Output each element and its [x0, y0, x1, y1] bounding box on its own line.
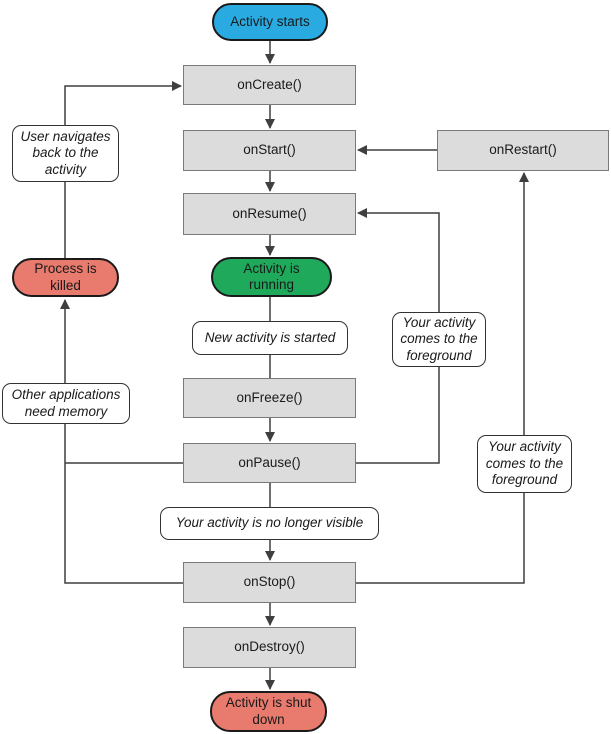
node-activity-running: Activity is running [211, 257, 332, 297]
node-activity-shut-down: Activity is shut down [210, 691, 327, 732]
node-onrestart: onRestart() [437, 130, 609, 171]
note-activity-foreground-top: Your activity comes to the foreground [392, 312, 486, 367]
node-label: Activity is running [243, 260, 300, 292]
node-onstop: onStop() [183, 562, 356, 603]
edge-onstop-to-killed [60, 299, 183, 584]
node-onfreeze: onFreeze() [183, 378, 356, 418]
node-oncreate: onCreate() [183, 65, 356, 105]
node-label: Activity starts [230, 13, 310, 29]
note-activity-not-visible: Your activity is no longer visible [160, 507, 379, 540]
note-new-activity-started: New activity is started [192, 321, 348, 355]
edge-onstop-to-onrestart [356, 172, 529, 584]
note-other-apps-need-memory: Other applications need memory [2, 383, 130, 424]
node-onresume: onResume() [183, 193, 356, 235]
node-label: Activity is shut down [225, 695, 312, 727]
edge-killed-to-oncreate [64, 81, 182, 258]
node-process-killed: Process is killed [12, 258, 119, 297]
node-onpause: onPause() [183, 443, 356, 483]
node-ondestroy: onDestroy() [183, 627, 356, 668]
note-activity-foreground-bottom: Your activity comes to the foreground [477, 435, 572, 493]
note-user-navigates-back: User navigates back to the activity [12, 125, 119, 182]
node-activity-starts: Activity starts [212, 3, 328, 41]
node-onstart: onStart() [183, 130, 356, 171]
node-label: Process is killed [34, 261, 97, 293]
